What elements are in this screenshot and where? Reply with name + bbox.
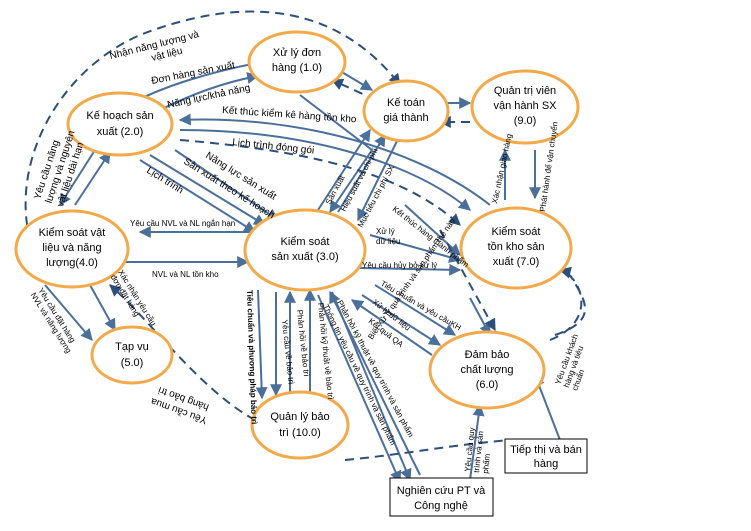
node-label: trì (10.0) [279, 427, 321, 439]
edge-label-phan-hoi-bao-tri: Phản hồi về bảo trì [295, 309, 311, 377]
node-label: xuất (2.0) [97, 126, 143, 138]
node-quan-tri-vien[interactable]: Quản trị viên vận hành SX (9.0) [470, 69, 580, 145]
edge-ke-hoach-vat-lieu-2 [74, 150, 111, 206]
node-label: hàng [534, 458, 558, 470]
edge-xu-ly-du-lieu-1 [369, 234, 462, 263]
edge-bao-tri-research [344, 439, 511, 461]
node-label: (6.0) [476, 379, 499, 391]
node-label: Kế toán [387, 97, 425, 109]
node-label: xuất (7.0) [493, 256, 539, 268]
edge-don-hang-san-xuat-30 [299, 94, 374, 213]
edge-san-xuat [317, 128, 371, 211]
node-label: Tạp vụ [115, 341, 149, 353]
edge-yeu-cau-huy-bo [359, 263, 462, 276]
node-label: lượng(4.0) [46, 257, 98, 269]
edge-ket-thuc-kiem-ke [178, 113, 491, 206]
edge-nang-luc-kha-nang [159, 72, 260, 111]
edge-label-don-hang-san-xuat: Đơn hàng sản xuất [150, 59, 236, 87]
node-xu-ly-don-hang[interactable]: Xử lý đơn hàng (1.0) [247, 30, 347, 94]
node-ke-hoach-san-xuat[interactable]: Kế hoạch sản xuất (2.0) [66, 91, 174, 157]
node-label: Quản lý bảo [270, 411, 329, 423]
node-label: Nghiên cứu PT và [397, 485, 486, 497]
node-label: Xử lý đơn [273, 47, 321, 59]
edge-label-lich-trinh: Lịch trình [144, 165, 185, 196]
node-quan-ly-bao-tri[interactable]: Quản lý bảo trì (10.0) [250, 390, 350, 460]
edge-label-ket-thuc-thanh-pham: Kết thúc hàng thành phẩm [391, 204, 471, 269]
node-label: Quản trị viên [494, 85, 556, 97]
node-label: chất lượng [460, 364, 513, 376]
node-kiem-soat-san-xuat[interactable]: Kiểm soát sản xuất (3.0) [243, 208, 367, 292]
edge-label-yeu-cau-quy-trinh: trình và sản [472, 431, 485, 474]
node-label: vận hành SX [494, 100, 558, 112]
edge-label-xu-ly-du-lieu: Xử lý [376, 227, 395, 236]
node-label: Kiểm soát vật [39, 227, 106, 239]
edge-ket-thuc-thanh-pham [404, 204, 461, 256]
edge-vat-lieu-tap-vu-1 [89, 284, 116, 332]
edge-nang-luc-san-xuat [174, 149, 279, 221]
node-label: liệu và năng [42, 242, 101, 254]
edge-san-xuat-theo-ke-hoach [149, 154, 267, 226]
edge-label-nvl-nl-ton-kho: NVL và NL tồn kho [152, 270, 219, 279]
node-ke-toan-gia-thanh[interactable]: Kế toán giá thành [362, 79, 450, 143]
edge-label-xu-ly-du-lieu: dữ liệu [376, 237, 400, 246]
edge-label-tieu-chuan-phuong-phap: Tiêu chuẩn và phương pháp bảo trì [245, 290, 259, 425]
edge-ton-kho-chat-luong-2 [439, 229, 496, 332]
edge-tieu-chuan-kh [374, 284, 457, 336]
edge-yeu-cau-quy-trinh [469, 403, 485, 481]
node-label: Tiếp thị và bán [510, 444, 582, 456]
edge-tieu-chuan-phuong-phap [255, 289, 268, 400]
nodes: Xử lý đơn hàng (1.0) Kế hoạch sản xuất (… [14, 30, 588, 517]
edge-label-yeu-cau-bao-tri: Yêu cầu về bảo trì [280, 319, 296, 385]
node-kiem-soat-vat-lieu[interactable]: Kiểm soát vật liệu và năng lượng(4.0) [14, 209, 130, 289]
node-dam-bao-chat-luong[interactable]: Đảm bảo chất lượng (6.0) [428, 330, 546, 410]
edge-ke-hoach-vat-lieu-1 [59, 149, 96, 207]
node-label: Kiểm soát [281, 236, 330, 248]
edge-label-ket-thuc-kiem-ke: Kết thúc kiểm kê hàng tồn kho [222, 104, 357, 125]
edge-thong-tin-yeu-cau [317, 294, 402, 484]
node-kiem-soat-ton-kho[interactable]: Kiểm soát tồn kho sản xuất (7.0) [459, 206, 573, 290]
node-tiep-thi[interactable]: Tiếp thị và bán hàng [504, 438, 588, 474]
edge-label-yeu-cau-nvl-ngan-han: Yêu cầu NVL và NL ngắn hạn [130, 219, 235, 228]
edge-lich-trinh [139, 159, 257, 233]
edge-label-yeu-cau-quy-trinh: phẩm [481, 453, 492, 474]
edge-vat-lieu-tap-vu-2 [44, 284, 93, 341]
edge-hieu-suat [337, 133, 386, 213]
edge-ket-qua-qa [351, 299, 433, 356]
node-label: giá thành [383, 112, 428, 124]
node-label: (5.0) [121, 357, 144, 369]
edge-research-ton-kho [549, 266, 583, 341]
node-label: tồn kho sản [488, 241, 545, 253]
edges [24, 10, 586, 484]
edge-yeu-cau-mua-hang [109, 284, 256, 421]
edge-ket-thuc-kiem-ke-2 [179, 129, 471, 211]
edge-nhan-nang-luong [24, 10, 401, 241]
node-label: Kiểm soát [492, 226, 541, 238]
edge-label-xac-nhan-giao-hang: Xác nhận giao hàng [490, 133, 514, 204]
node-label: sản xuất (3.0) [271, 251, 338, 263]
node-tap-vu[interactable]: Tạp vụ (5.0) [90, 325, 174, 385]
edge-xu-ly-du-lieu-2 [361, 294, 442, 346]
node-label: Kế hoạch sản [86, 110, 153, 122]
node-nghien-cuu[interactable]: Nghiên cứu PT và Công nghệ [389, 477, 494, 517]
edge-lich-trinh-dong-goi [179, 139, 461, 226]
edge-muc-tieu [357, 134, 401, 222]
node-label: Công nghệ [414, 500, 468, 512]
node-label: Đảm bảo [465, 349, 510, 361]
node-label: (9.0) [514, 115, 537, 127]
edge-label-yeu-cau-huy-bo: Yêu cầu hủy bỏ xử lý [362, 261, 437, 270]
edge-phan-hoi-ky-thuat [331, 291, 412, 482]
node-label: hàng (1.0) [272, 62, 322, 74]
